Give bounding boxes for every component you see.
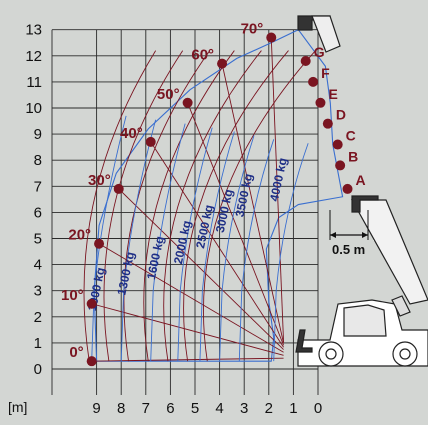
load-curve-line: [238, 139, 275, 362]
y-tick-label: 1: [34, 335, 42, 352]
y-tick-label: 8: [34, 152, 42, 169]
y-tick-label: 10: [25, 100, 42, 117]
telehandler-illustration: [295, 15, 428, 367]
x-tick-label: 7: [142, 400, 150, 417]
angle-label: 0°: [69, 344, 83, 361]
extension-label: A: [356, 172, 366, 188]
x-tick-label: 1: [289, 400, 297, 417]
extension-label: F: [321, 65, 330, 81]
y-tick-label: 2: [34, 309, 42, 326]
angle-dot: [86, 298, 97, 309]
x-tick-label: 8: [117, 400, 125, 417]
load-curve-label: 1300 kg: [114, 251, 137, 297]
y-tick-label: 7: [34, 178, 42, 195]
load-curve-line: [177, 127, 213, 362]
y-tick-label: 12: [25, 48, 42, 65]
angle-line: [118, 188, 284, 350]
x-axis-unit: [m]: [8, 399, 27, 415]
angle-line: [187, 102, 284, 346]
angle-dot: [217, 58, 228, 69]
angle-line: [270, 37, 285, 343]
angle-dot: [86, 356, 97, 367]
y-tick-label: 3: [34, 283, 42, 300]
x-tick-label: 9: [92, 400, 100, 417]
angle-line: [91, 357, 284, 362]
x-tick-label: 2: [265, 400, 273, 417]
load-curve-line: [219, 135, 255, 362]
boom-angle-lines: [91, 37, 285, 362]
extension-arc: [103, 50, 184, 362]
angle-line: [150, 141, 284, 348]
extension-arc: [183, 50, 289, 362]
extension-arc: [143, 50, 235, 362]
extension-label: D: [336, 107, 346, 123]
extension-dot: [322, 118, 333, 129]
dimension-marker: 0.5 m: [326, 210, 374, 258]
extension-label: C: [346, 128, 356, 144]
extension-dot: [342, 183, 353, 194]
grid-lines: [51, 29, 319, 395]
angle-label: 20°: [68, 227, 91, 244]
extension-dot: [300, 56, 311, 67]
angle-dot: [94, 238, 105, 249]
extension-dot: [335, 160, 346, 171]
angle-line: [221, 63, 284, 344]
angle-line: [91, 303, 284, 356]
angle-dot: [266, 32, 277, 43]
x-tick-label: 6: [166, 400, 174, 417]
load-curve-line: [150, 123, 186, 362]
y-tick-label: 6: [34, 204, 42, 221]
extension-label: G: [314, 44, 325, 60]
boom-angle-markers: 0° 10° 20° 30° 40° 50° 60° 70°: [61, 21, 277, 367]
y-tick-label: 13: [25, 22, 42, 39]
envelope-outline: [93, 29, 344, 362]
load-curve-label: 1600 kg: [144, 235, 167, 281]
angle-dot: [182, 97, 193, 108]
angle-label: 30°: [88, 172, 111, 189]
angle-label: 40°: [120, 125, 143, 142]
angle-label: 50°: [157, 86, 180, 103]
y-tick-label: 4: [34, 257, 42, 274]
load-curve-line: [91, 115, 127, 362]
extension-dot: [308, 76, 319, 87]
load-curve-line: [120, 119, 157, 362]
angle-label: 10°: [61, 287, 84, 304]
x-tick-label: 5: [191, 400, 199, 417]
x-tick-label: 4: [215, 400, 223, 417]
angle-label: 60°: [191, 47, 214, 64]
angle-dot: [145, 136, 156, 147]
y-tick-label: 11: [26, 74, 42, 91]
dimension-label: 0.5 m: [332, 242, 365, 257]
angle-label: 70°: [241, 21, 264, 38]
x-tick-label: 0: [314, 400, 322, 417]
extension-dot: [332, 139, 343, 150]
extension-dot: [315, 97, 326, 108]
y-tick-label: 9: [34, 126, 42, 143]
load-curve-line: [273, 143, 309, 362]
y-tick-label: 5: [34, 231, 42, 248]
x-tick-label: 3: [240, 400, 248, 417]
load-curve-label: 3500 kg: [233, 172, 256, 218]
load-curve-label: 4000 kg: [267, 157, 290, 203]
extension-arc: [83, 50, 157, 362]
extension-label: B: [348, 148, 358, 164]
y-tick-label: 0: [34, 361, 42, 378]
extension-arc: [203, 50, 316, 362]
extension-label: E: [328, 86, 337, 102]
load-curve-label: 2500 kg: [193, 204, 216, 250]
angle-line: [98, 243, 284, 353]
load-curve-label: 3000 kg: [213, 188, 236, 234]
load-curve-line: [199, 131, 235, 362]
angle-dot: [113, 183, 124, 194]
extension-arc: [163, 50, 262, 362]
